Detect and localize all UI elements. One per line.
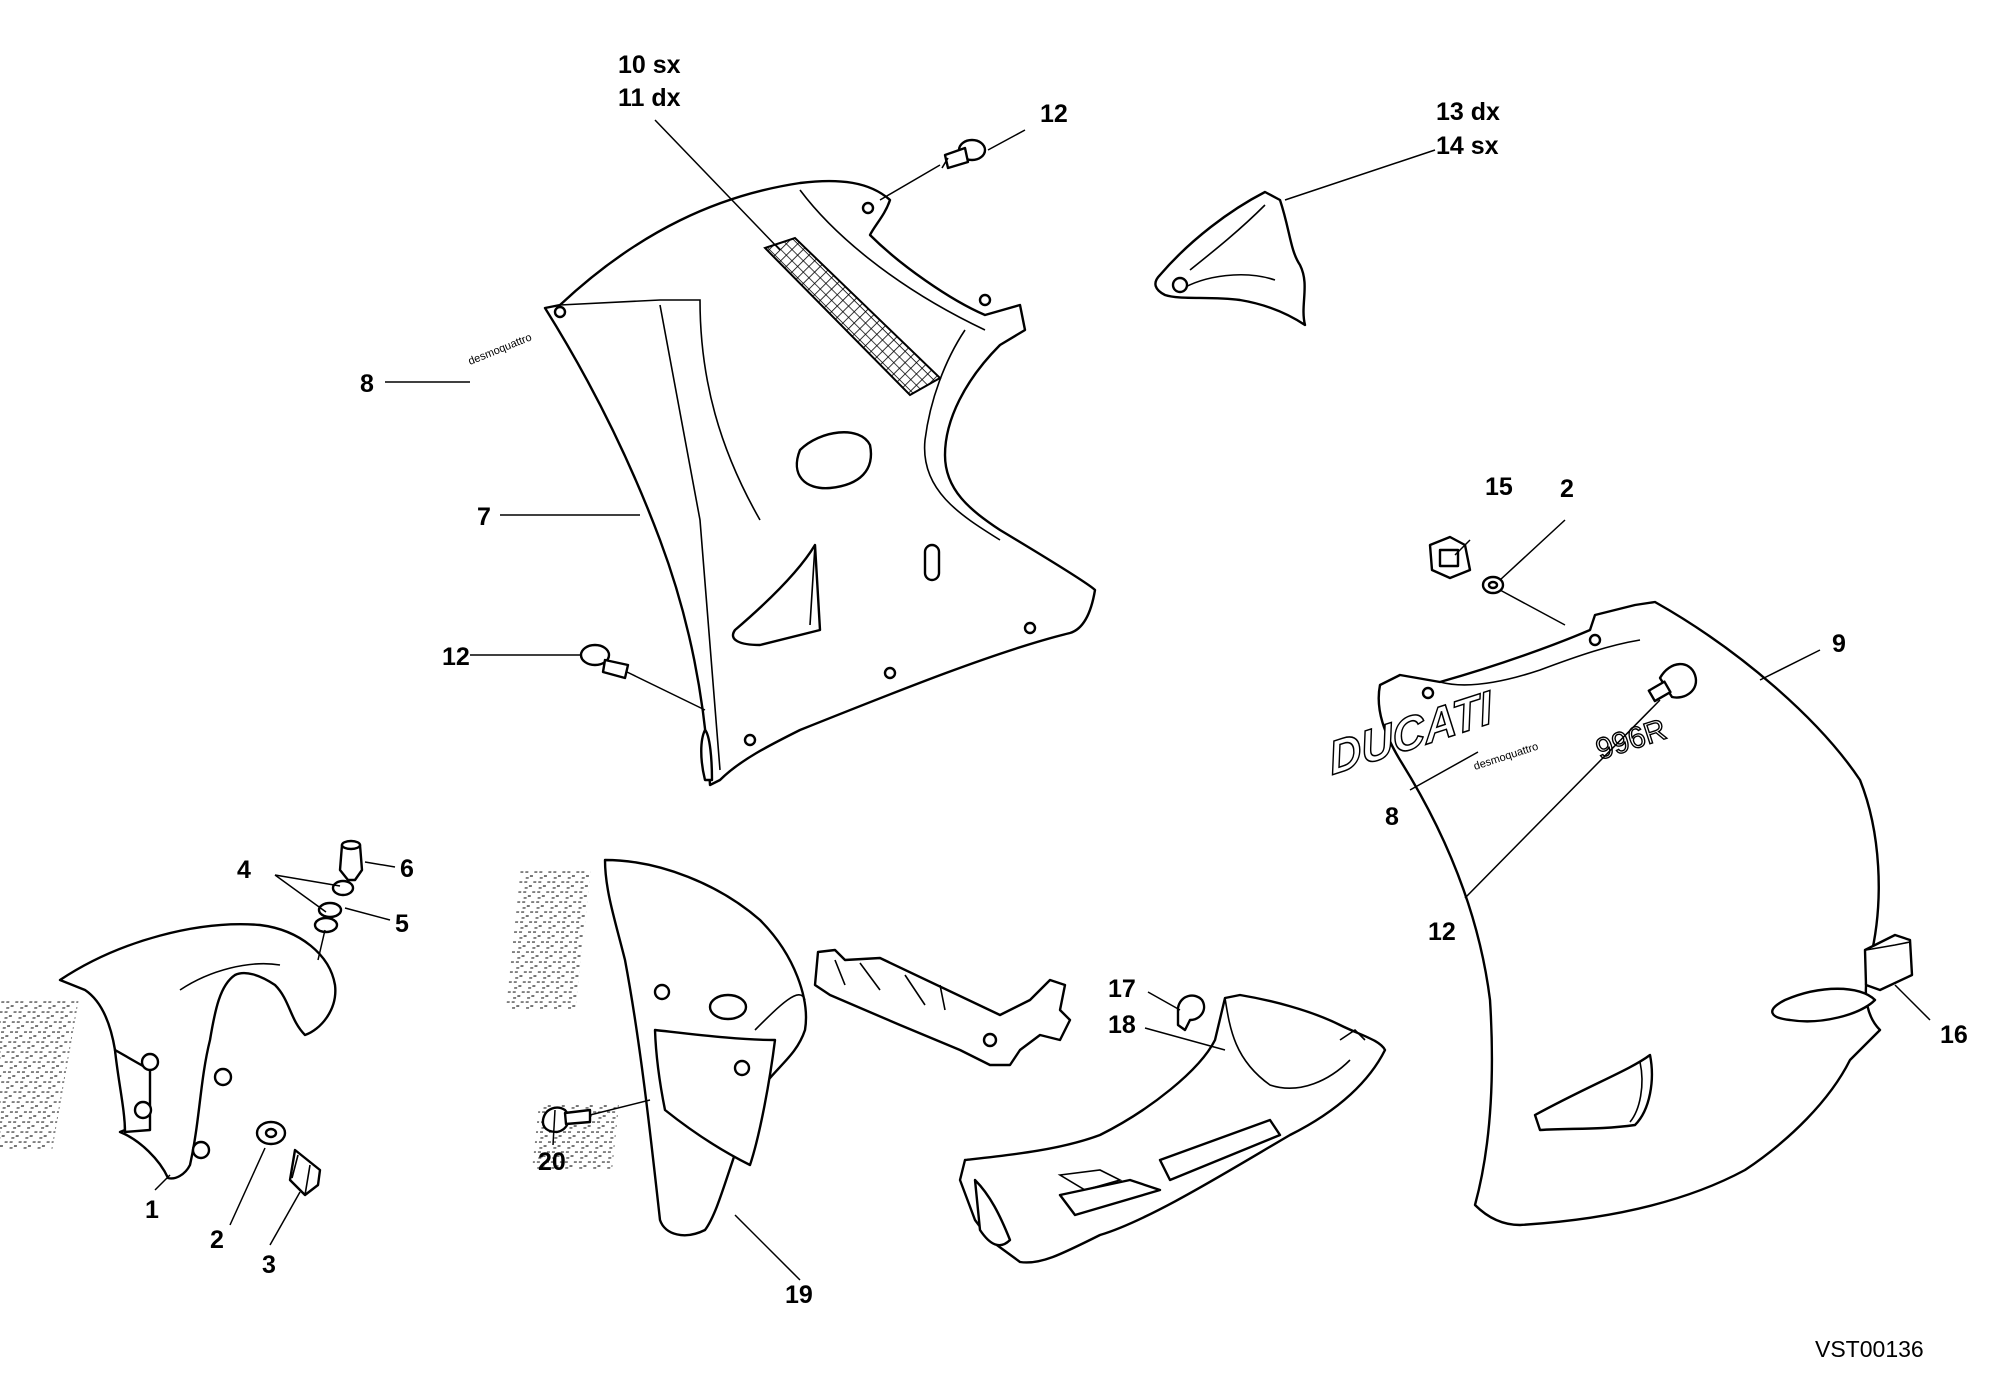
callout-5: 5 <box>395 910 409 938</box>
callout-13dx: 13 dx <box>1436 98 1500 126</box>
callout-6: 6 <box>400 855 414 883</box>
callout-8-left: 8 <box>360 370 374 398</box>
svg-text:desmoquattro: desmoquattro <box>467 331 534 367</box>
callout-12-right: 12 <box>1428 918 1456 946</box>
callout-11dx: 11 dx <box>618 84 681 112</box>
mesh-grille <box>763 236 942 397</box>
callout-2-lower: 2 <box>210 1226 224 1254</box>
callout-8-right: 8 <box>1385 803 1399 831</box>
pad-16 <box>1863 933 1914 992</box>
callout-14sx: 14 sx <box>1436 132 1499 160</box>
callout-7: 7 <box>477 503 491 531</box>
fastener-12-top <box>941 138 987 170</box>
callout-17: 17 <box>1108 975 1136 1003</box>
callout-3: 3 <box>262 1251 276 1279</box>
callout-2-upper: 2 <box>1560 475 1574 503</box>
callout-10sx: 10 sx <box>618 51 681 79</box>
bolt-3 <box>288 1148 322 1197</box>
clip-15 <box>1428 535 1472 580</box>
mounting-bracket <box>813 948 1072 1067</box>
callout-12-top: 12 <box>1040 100 1068 128</box>
side-vent-panel <box>1154 190 1307 327</box>
callout-19: 19 <box>785 1281 813 1309</box>
leader-lines <box>154 119 1931 1281</box>
upper-fairing-panel: desmoquattro <box>467 179 1097 787</box>
callout-4: 4 <box>237 856 251 884</box>
callout-9: 9 <box>1832 630 1846 658</box>
callout-12-left: 12 <box>442 643 470 671</box>
callout-18: 18 <box>1108 1011 1136 1039</box>
washer-2-upper <box>1481 575 1505 595</box>
washer-2-lower <box>255 1120 287 1146</box>
callout-20: 20 <box>538 1148 566 1176</box>
callout-1: 1 <box>145 1196 159 1224</box>
callout-labels: 10 sx 11 dx 12 13 dx 14 sx 8 7 12 15 2 9… <box>145 51 1968 1309</box>
front-mudguard <box>0 923 337 1180</box>
drawing-code: VST00136 <box>1815 1336 1924 1362</box>
fastener-12-right <box>1647 662 1698 703</box>
fastener-12-left <box>579 643 630 680</box>
callout-16: 16 <box>1940 1021 1968 1049</box>
fastener-set-4-5-6 <box>313 839 364 961</box>
bolt-20 <box>541 1106 592 1134</box>
belly-pan <box>958 993 1387 1264</box>
lower-side-panel <box>505 858 808 1237</box>
main-fairing: DUCATI 996R desmoquattro <box>1325 600 1882 1227</box>
callout-15: 15 <box>1485 473 1513 501</box>
clip-17 <box>1176 994 1206 1032</box>
